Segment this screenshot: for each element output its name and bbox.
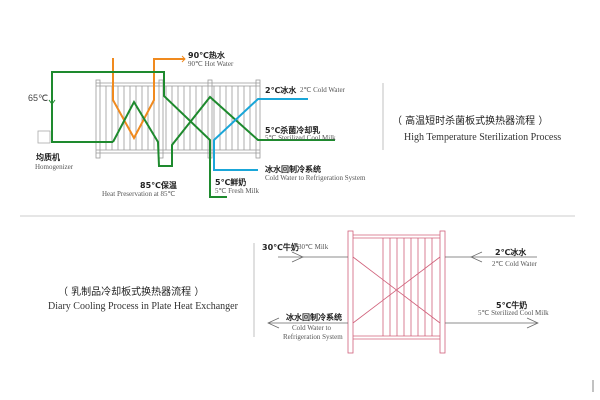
water-out-label-cn: 冰水回制冷系统 [286, 313, 342, 322]
cooling-plate-heat-exchanger [347, 230, 446, 354]
milk-line-left-loop [51, 71, 227, 198]
water-out-label-en-2: Refrigeration System [283, 333, 343, 341]
homogenizer-icon [37, 130, 51, 144]
fresh-milk-label-cn: 5℃鲜奶 [215, 178, 247, 187]
flow-lines [48, 55, 335, 198]
cold-water-line [213, 98, 308, 171]
frame-post [95, 79, 101, 159]
water-cross-line [352, 256, 441, 324]
water-out-arrow [267, 317, 280, 329]
arrow-65 [48, 99, 56, 105]
milk-in-label-en: 30℃ Milk [298, 243, 329, 251]
fresh-milk-label-en: 5℃ Fresh Milk [215, 187, 260, 195]
milk-in-label-cn: 30℃牛奶 [262, 243, 299, 252]
holding-label-en: Heat Preservation at 85℃ [102, 190, 176, 198]
sterilized-label-cn: 5℃杀菌冷却乳 [265, 126, 321, 135]
frame-post [347, 230, 354, 354]
sterilized-label-en: 5℃ Sterilized Cool Milk [265, 134, 336, 142]
return-label-en: Cold Water to Refrigeration System [265, 174, 366, 182]
water-in-arrow [470, 251, 483, 263]
milk-out-arrow [526, 317, 539, 329]
milk-line-heating [112, 95, 335, 167]
cooling-flow-lines [267, 251, 539, 329]
milk-in-arrow [291, 251, 304, 263]
hot-water-label-en: 90℃ Hot Water [188, 60, 234, 68]
bottom-title-en: Diary Cooling Process in Plate Heat Exch… [48, 301, 238, 312]
milk-out-label-en: 5℃ Sterilized Cool Milk [478, 309, 549, 317]
bottom-title-cn: （ 乳制品冷却板式换热器流程 ） [58, 287, 205, 298]
water-out-label-en-1: Cold Water to [292, 324, 331, 332]
frame-post [439, 230, 446, 354]
cold-water-in-label-en: 2℃ Cold Water [492, 260, 537, 268]
frame-post [158, 79, 164, 159]
homogenizer-label-cn: 均质机 [36, 153, 60, 162]
hot-water-label-cn: 90℃热水 [188, 51, 225, 60]
cold-water-label-en: 2℃ Cold Water [300, 86, 345, 94]
homogenizer-label-en: Homogenizer [35, 163, 74, 171]
top-title-en: High Temperature Sterilization Process [404, 132, 562, 143]
milk-out-label-cn: 5℃牛奶 [496, 301, 528, 310]
holding-label-cn: 85℃保温 [140, 181, 177, 190]
hot-water-arrow [181, 55, 186, 63]
cold-water-in-label-cn: 2℃冰水 [495, 248, 527, 257]
cold-water-label-cn: 2℃冰水 [265, 86, 297, 95]
frame-post [255, 79, 261, 159]
top-title-cn: （ 高温短时杀菌板式换热器流程 ） [392, 116, 549, 127]
return-label-cn: 冰水回制冷系统 [265, 165, 321, 174]
temp-65-label: 65℃ [28, 93, 49, 103]
